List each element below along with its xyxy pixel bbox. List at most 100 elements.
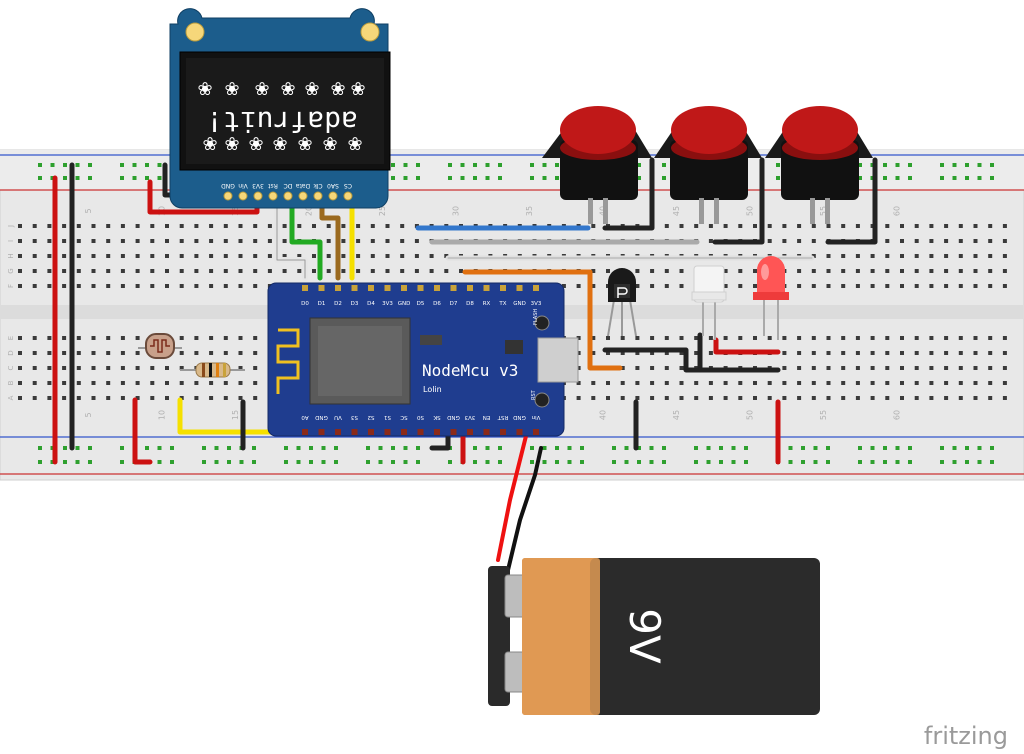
oled-pin [328,191,338,201]
breadboard-hole [194,269,199,273]
rail-hole [542,446,547,450]
breadboard-hole [753,269,757,273]
rail-hole [485,446,490,450]
breadboard-hole [885,224,890,228]
breadboard-hole [106,269,111,273]
rail-hole [694,446,698,450]
breadboard-hole [855,254,860,258]
breadboard-hole [76,239,81,243]
column-number: 60 [893,410,902,420]
breadboard-hole [62,336,67,340]
breadboard-hole [91,254,96,258]
rail-hole [132,176,137,180]
breadboard-hole [944,239,949,243]
mcu-pin [302,429,308,435]
breadboard-hole [253,396,258,400]
rail-hole [649,460,654,464]
breadboard-hole [253,269,258,273]
rail-hole [38,163,42,167]
breadboard-hole [165,224,169,228]
breadboard-hole [91,396,96,400]
breadboard-hole [606,396,610,400]
breadboard-hole [444,254,449,258]
breadboard-hole [723,336,728,340]
rail-hole [448,460,452,464]
rail-hole [391,163,395,167]
breadboard-hole [62,366,67,370]
breadboard-hole [312,224,316,228]
breadboard-hole [723,381,728,385]
breadboard-hole [826,396,831,400]
breadboard-hole [444,269,449,273]
breadboard-hole [91,336,96,340]
rail-hole [940,163,944,167]
breadboard-hole [238,351,243,355]
breadboard-hole [62,269,67,273]
breadboard-hole [32,224,37,228]
oled-pin-label: Clk [313,182,323,189]
breadboard-hole [679,269,684,273]
breadboard-hole [973,381,978,385]
breadboard-hole [91,366,96,370]
breadboard-hole [973,396,978,400]
breadboard-hole [253,381,258,385]
rail-hole [485,163,490,167]
breadboard-hole [738,269,743,273]
battery-lead-black [506,446,543,572]
led-white [691,265,727,340]
breadboard-hole [723,224,728,228]
mcu-pin-label: 3V3 [382,301,393,307]
wire-white-3v3-outline [276,199,306,279]
breadboard-hole [929,366,934,370]
rail-hole [637,446,641,450]
flower-icon: ❀ [347,134,362,155]
breadboard-hole [385,254,390,258]
breadboard-hole [738,284,743,288]
rail-hole [498,460,502,464]
rail-hole [334,460,338,464]
breadboard-hole [165,254,169,258]
breadboard-hole [32,366,37,370]
breadboard-hole [914,284,919,288]
breadboard-hole [944,284,949,288]
breadboard-hole [738,224,743,228]
rail-hole [870,460,875,464]
rail-hole [637,163,641,167]
breadboard-hole [414,254,419,258]
breadboard-hole [973,239,978,243]
breadboard-hole [929,351,934,355]
rail-hole [63,460,67,464]
breadboard-hole [18,269,22,273]
rail-hole [403,446,408,450]
rail-hole [744,446,748,450]
breadboard-hole [223,269,228,273]
rail-hole [296,446,301,450]
breadboard-hole [62,396,67,400]
breadboard-hole [782,366,787,370]
breadboard-hole [723,284,728,288]
mcu-pin-label: D7 [450,301,458,307]
oled-pin-label: Vin [238,182,248,189]
breadboard-hole [370,254,375,258]
rail-hole [202,446,206,450]
rail-hole [88,176,92,180]
breadboard-hole [958,336,963,340]
breadboard-hole [988,284,993,288]
column-number: 30 [452,206,461,216]
rail-hole [227,446,231,450]
breadboard-hole [664,396,669,400]
breadboard-hole [209,396,214,400]
breadboard-hole [106,366,111,370]
rail-hole [895,176,900,180]
rail-hole [883,176,887,180]
breadboard-hole [150,284,155,288]
breadboard-hole [855,351,860,355]
breadboard-hole [32,254,37,258]
breadboard-hole [429,254,434,258]
breadboard-hole [1002,284,1007,288]
breadboard-hole [326,254,331,258]
breadboard-hole [591,269,596,273]
rail-hole [542,163,547,167]
